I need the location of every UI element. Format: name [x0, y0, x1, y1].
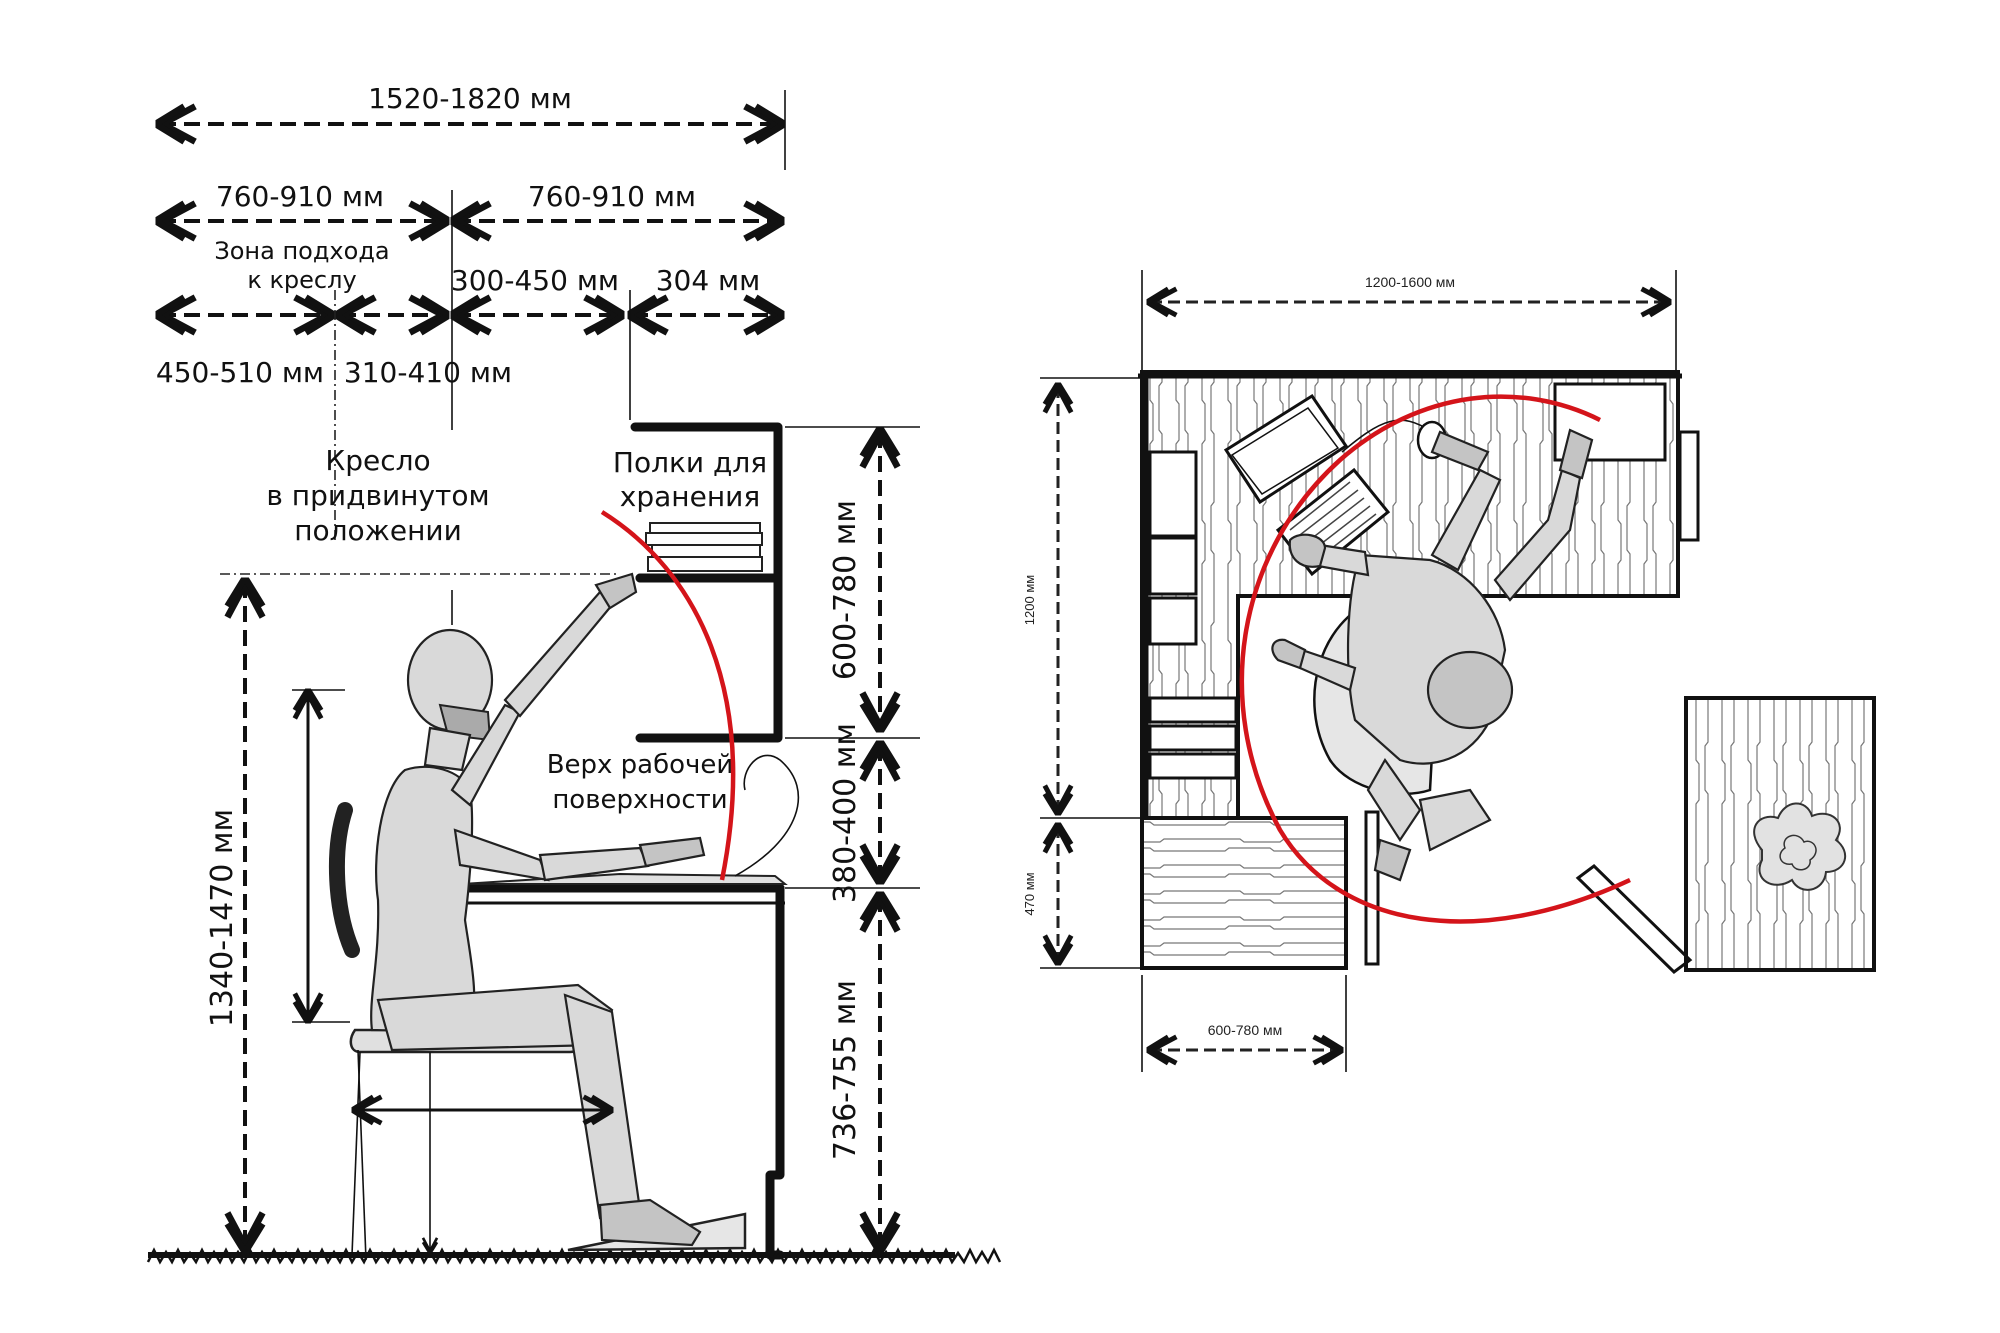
side-table-edge — [1364, 810, 1380, 966]
side-table — [1140, 816, 1348, 970]
worktop-label-line2: поверхности — [552, 785, 727, 815]
dim-chair-label: 310-410 мм — [344, 356, 512, 389]
plant-inner-icon — [1779, 834, 1817, 871]
floor-hatch — [146, 1247, 1002, 1265]
seated-figure — [370, 572, 706, 1247]
dim-approach-label: 450-510 мм — [156, 356, 324, 389]
door-plan — [1575, 864, 1693, 974]
dim-shelf-reach-label: 300-450 мм — [451, 264, 619, 297]
shelves-label-line2: хранения — [620, 480, 760, 513]
dim-plan-depth-label: 1200 мм — [1022, 575, 1037, 625]
worktop-label-line1: Верх рабочей — [547, 750, 734, 780]
books — [645, 522, 763, 572]
plant-icon — [1753, 802, 1847, 891]
chair-label-line3: положении — [294, 514, 462, 547]
dim-gap-label: 380-400 мм — [828, 723, 863, 903]
dim-reach-height-label: 1340-1470 мм — [205, 809, 240, 1027]
chair-label-line1: Кресло — [325, 444, 430, 477]
reach-arc-side — [600, 510, 736, 881]
desk-leg — [765, 883, 785, 1260]
dim-total-label: 1520-1820 мм — [368, 82, 572, 115]
shelves-label-line1: Полки для — [613, 446, 767, 479]
dim-right-label: 760-910 мм — [528, 180, 696, 213]
zone-label-line2: к креслу — [247, 266, 356, 294]
side-handle — [1678, 430, 1700, 542]
plan-view: 1200-1600 мм 1200 мм 470 мм 600-780 мм — [1022, 270, 1876, 1072]
person-plan — [1271, 428, 1594, 882]
dim-desk-height-label: 736-755 мм — [828, 980, 863, 1160]
dim-plan-width-label: 1200-1600 мм — [1365, 274, 1455, 290]
dim-plan-side-label: 470 мм — [1022, 872, 1037, 915]
monitor-plan — [1223, 393, 1349, 505]
drawer-cabinet — [1148, 450, 1238, 780]
dim-shelf-depth-label: 304 мм — [656, 264, 761, 297]
dim-plan-bottom-label: 600-780 мм — [1208, 1022, 1283, 1038]
dim-left-label: 760-910 мм — [216, 180, 384, 213]
side-view: 1520-1820 мм 760-910 мм 760-910 мм Зона … — [146, 82, 1002, 1265]
keyboard-keys — [1289, 481, 1377, 563]
dim-shelf-height-label: 600-780 мм — [828, 500, 863, 680]
reach-arc-plan — [1239, 394, 1631, 924]
shelf-unit-lower — [635, 573, 783, 743]
cable-curve — [734, 754, 800, 877]
chair-label-line2: в придвинутом — [266, 479, 489, 512]
zone-label-line1: Зона подхода — [214, 237, 389, 265]
monitor-screen — [1230, 407, 1340, 495]
